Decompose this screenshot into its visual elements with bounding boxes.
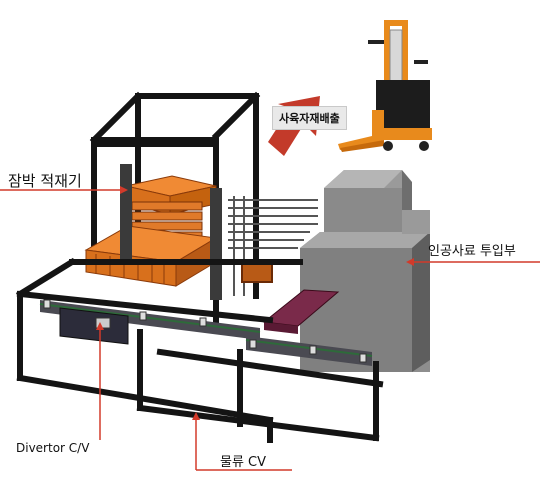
material-out-label: 사육자재배출 [272, 106, 347, 130]
divertor-belt [39, 299, 373, 366]
silkworm-trays [84, 164, 222, 300]
feed-hopper [300, 170, 430, 372]
feed-pad [262, 289, 340, 327]
stacker-label: 잠박 적재기 [8, 172, 82, 190]
logistics-cv-label: 물류 CV [220, 455, 267, 470]
logistics-conveyor-frame [15, 257, 384, 443]
feed-input-label: 인공사료 투입부 [428, 244, 516, 259]
divertor-label: Divertor C/V [16, 441, 90, 455]
leader-lines [0, 186, 540, 471]
forklift-illustration [338, 20, 432, 152]
roller-rack [228, 196, 318, 296]
